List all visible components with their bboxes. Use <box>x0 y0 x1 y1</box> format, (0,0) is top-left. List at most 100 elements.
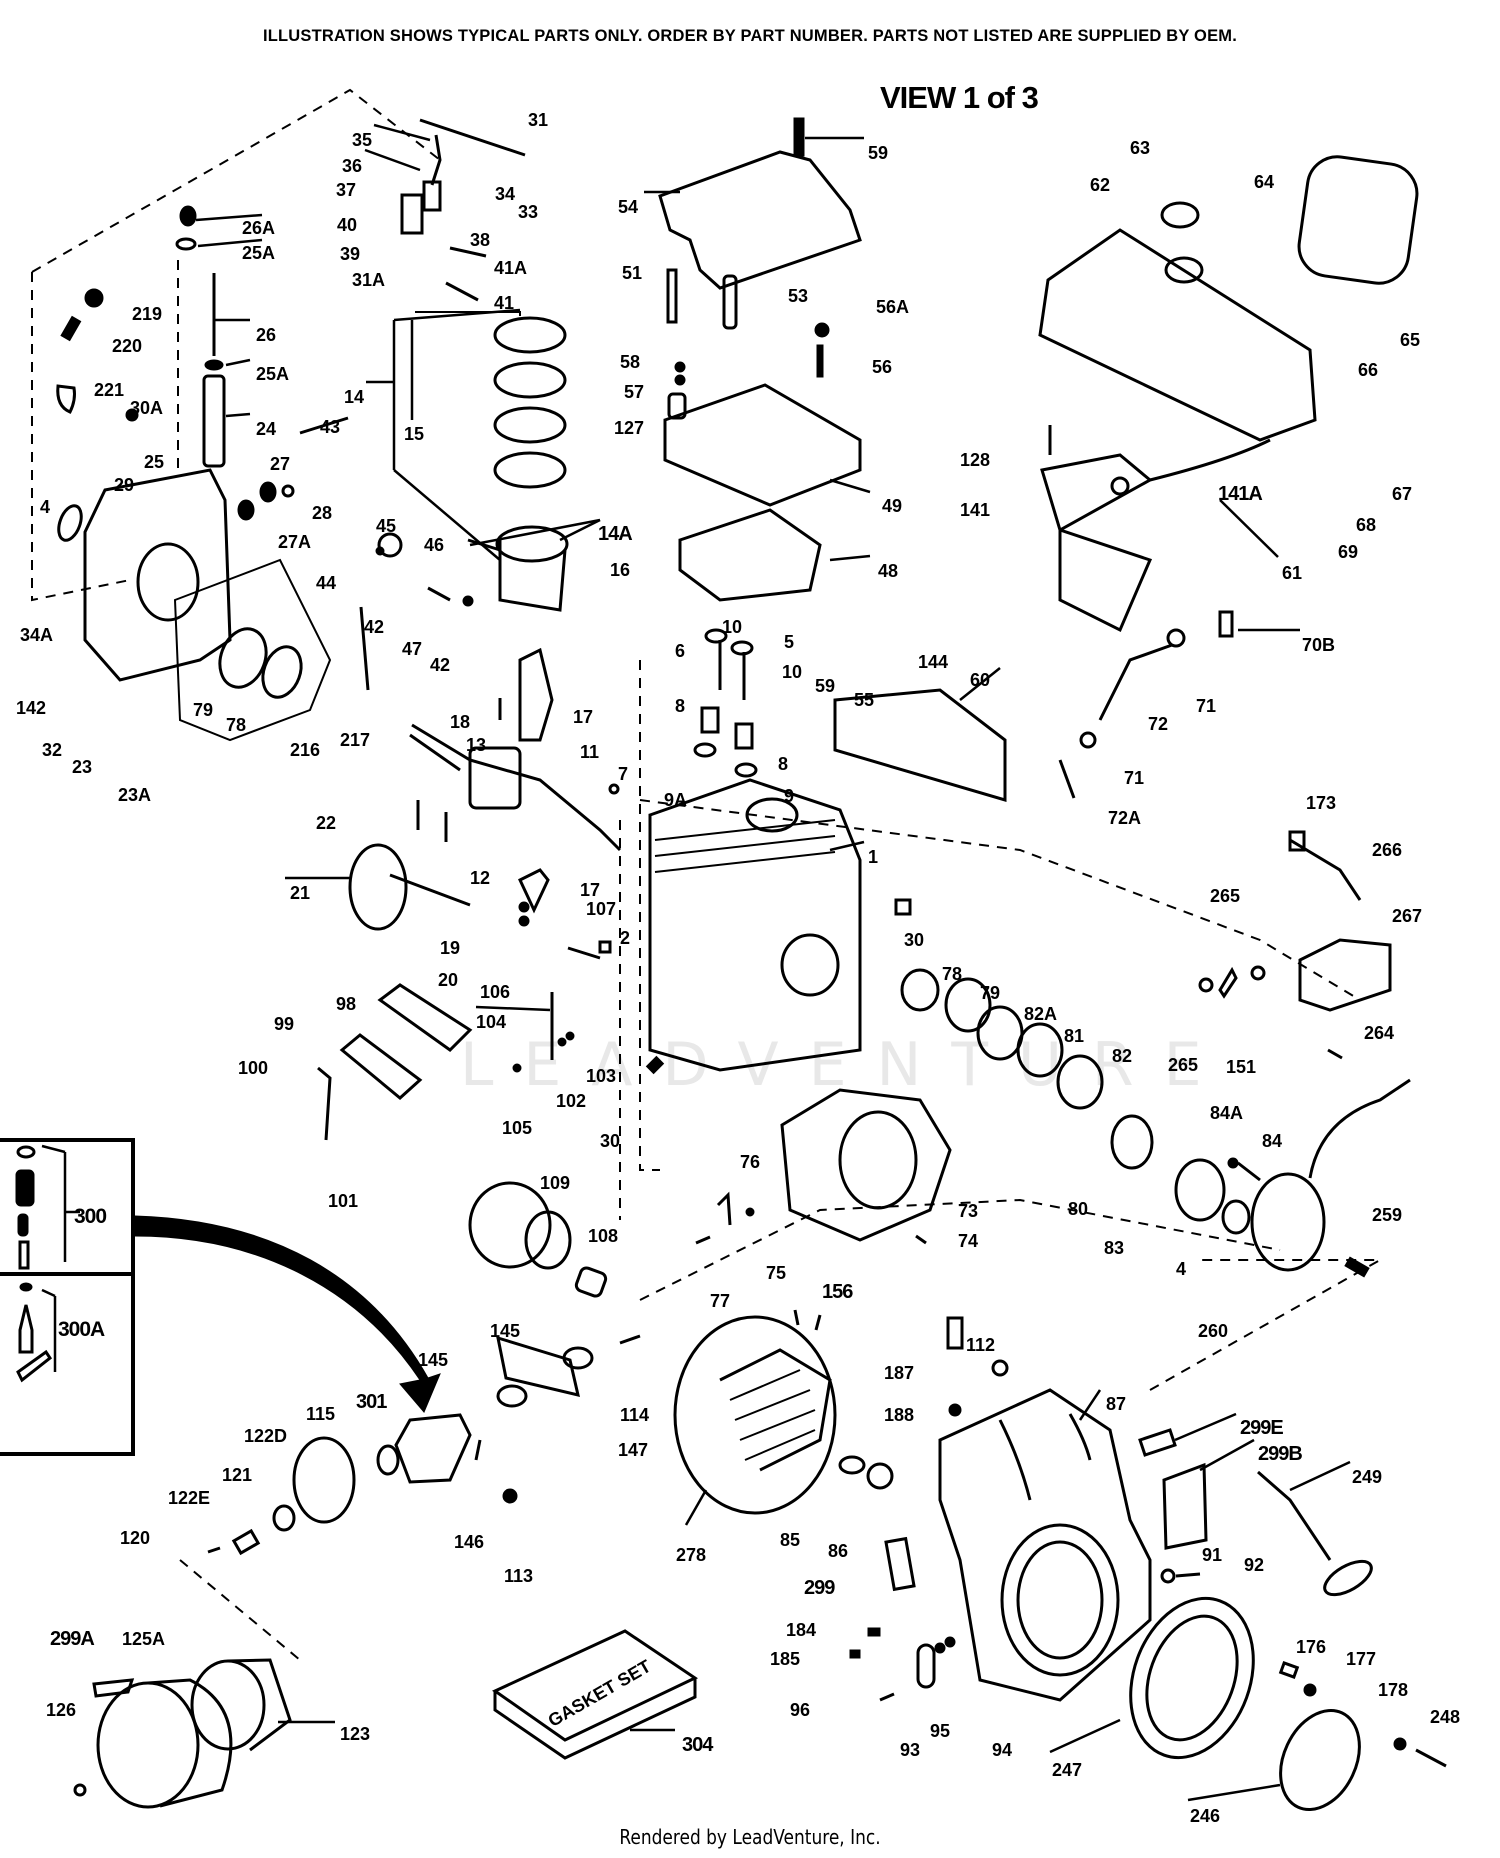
part-label-247[interactable]: 247 <box>1052 1760 1082 1780</box>
part-label-85[interactable]: 85 <box>780 1530 800 1550</box>
part-label-220[interactable]: 220 <box>112 336 142 356</box>
part-label-40[interactable]: 40 <box>337 215 357 235</box>
part-label-36[interactable]: 36 <box>342 156 362 176</box>
part-label-9[interactable]: 9 <box>784 786 794 806</box>
part-label-25[interactable]: 25 <box>144 452 164 472</box>
part-label-127[interactable]: 127 <box>614 418 644 438</box>
part-label-42[interactable]: 42 <box>430 655 450 675</box>
part-label-84[interactable]: 84 <box>1262 1131 1282 1151</box>
part-label-23a[interactable]: 23A <box>118 785 151 805</box>
part-label-176[interactable]: 176 <box>1296 1637 1326 1657</box>
part-label-147[interactable]: 147 <box>618 1440 648 1460</box>
part-label-248[interactable]: 248 <box>1430 1707 1460 1727</box>
part-label-25a[interactable]: 25A <box>256 364 289 384</box>
part-label-4[interactable]: 4 <box>40 497 50 517</box>
part-label-79[interactable]: 79 <box>193 700 213 720</box>
part-label-141[interactable]: 141 <box>960 500 990 520</box>
part-label-34[interactable]: 34 <box>495 184 515 204</box>
part-label-44[interactable]: 44 <box>316 573 336 593</box>
part-label-33[interactable]: 33 <box>518 202 538 222</box>
part-label-6[interactable]: 6 <box>675 641 685 661</box>
part-label-17[interactable]: 17 <box>580 880 600 900</box>
part-label-21[interactable]: 21 <box>290 883 310 903</box>
part-label-62[interactable]: 62 <box>1090 175 1110 195</box>
part-label-122e[interactable]: 122E <box>168 1488 210 1508</box>
part-label-60[interactable]: 60 <box>970 670 990 690</box>
part-label-86[interactable]: 86 <box>828 1541 848 1561</box>
part-label-151[interactable]: 151 <box>1226 1057 1256 1077</box>
part-label-59[interactable]: 59 <box>868 143 888 163</box>
part-label-19[interactable]: 19 <box>440 938 460 958</box>
part-label-216[interactable]: 216 <box>290 740 320 760</box>
part-label-84a[interactable]: 84A <box>1210 1103 1243 1123</box>
part-label-106[interactable]: 106 <box>480 982 510 1002</box>
part-label-146[interactable]: 146 <box>454 1532 484 1552</box>
part-label-38[interactable]: 38 <box>470 230 490 250</box>
part-label-78[interactable]: 78 <box>942 964 962 984</box>
part-label-120[interactable]: 120 <box>120 1528 150 1548</box>
part-label-12[interactable]: 12 <box>470 868 490 888</box>
part-label-219[interactable]: 219 <box>132 304 162 324</box>
part-label-187[interactable]: 187 <box>884 1363 914 1383</box>
part-label-54[interactable]: 54 <box>618 197 638 217</box>
part-label-31a[interactable]: 31A <box>352 270 385 290</box>
part-label-14a[interactable]: 14A <box>598 523 633 545</box>
part-label-265[interactable]: 265 <box>1168 1055 1198 1075</box>
part-label-76[interactable]: 76 <box>740 1152 760 1172</box>
part-label-126[interactable]: 126 <box>46 1700 76 1720</box>
part-label-108[interactable]: 108 <box>588 1226 618 1246</box>
part-label-11[interactable]: 11 <box>580 742 599 762</box>
part-label-27a[interactable]: 27A <box>278 532 311 552</box>
part-label-99[interactable]: 99 <box>274 1014 294 1034</box>
part-label-49[interactable]: 49 <box>882 496 902 516</box>
part-label-299e[interactable]: 299E <box>1240 1417 1284 1439</box>
part-label-32[interactable]: 32 <box>42 740 62 760</box>
part-label-94[interactable]: 94 <box>992 1740 1012 1760</box>
part-label-42[interactable]: 42 <box>364 617 384 637</box>
part-label-57[interactable]: 57 <box>624 382 644 402</box>
part-label-24[interactable]: 24 <box>256 419 276 439</box>
part-label-184[interactable]: 184 <box>786 1620 816 1640</box>
part-label-29[interactable]: 29 <box>114 475 134 495</box>
part-label-122d[interactable]: 122D <box>244 1426 287 1446</box>
part-label-156[interactable]: 156 <box>822 1281 854 1303</box>
part-label-58[interactable]: 58 <box>620 352 640 372</box>
part-label-107[interactable]: 107 <box>586 899 616 919</box>
part-label-23[interactable]: 23 <box>72 757 92 777</box>
part-label-141a[interactable]: 141A <box>1218 483 1263 505</box>
part-label-142[interactable]: 142 <box>16 698 46 718</box>
part-label-9a[interactable]: 9A <box>664 790 687 810</box>
part-label-63[interactable]: 63 <box>1130 138 1150 158</box>
part-label-70b[interactable]: 70B <box>1302 635 1335 655</box>
part-label-66[interactable]: 66 <box>1358 360 1378 380</box>
part-label-26a[interactable]: 26A <box>242 218 275 238</box>
part-label-217[interactable]: 217 <box>340 730 370 750</box>
part-label-13[interactable]: 13 <box>466 735 486 755</box>
part-label-123[interactable]: 123 <box>340 1724 370 1744</box>
part-label-104[interactable]: 104 <box>476 1012 506 1032</box>
part-label-93[interactable]: 93 <box>900 1740 920 1760</box>
part-label-35[interactable]: 35 <box>352 130 372 150</box>
part-label-78[interactable]: 78 <box>226 715 246 735</box>
part-label-301[interactable]: 301 <box>356 1391 388 1413</box>
part-label-71[interactable]: 71 <box>1124 768 1144 788</box>
part-label-299a[interactable]: 299A <box>50 1628 95 1650</box>
part-label-101[interactable]: 101 <box>328 1191 358 1211</box>
part-label-15[interactable]: 15 <box>404 424 424 444</box>
part-label-267[interactable]: 267 <box>1392 906 1422 926</box>
part-label-30a[interactable]: 30A <box>130 398 163 418</box>
part-label-266[interactable]: 266 <box>1372 840 1402 860</box>
part-label-102[interactable]: 102 <box>556 1091 586 1111</box>
part-label-10[interactable]: 10 <box>782 662 802 682</box>
part-label-8[interactable]: 8 <box>778 754 788 774</box>
part-label-264[interactable]: 264 <box>1364 1023 1394 1043</box>
part-label-249[interactable]: 249 <box>1352 1467 1382 1487</box>
part-label-26[interactable]: 26 <box>256 325 276 345</box>
part-label-31[interactable]: 31 <box>528 110 548 130</box>
part-label-8[interactable]: 8 <box>675 696 685 716</box>
part-label-72[interactable]: 72 <box>1148 714 1168 734</box>
part-label-91[interactable]: 91 <box>1202 1545 1222 1565</box>
part-label-246[interactable]: 246 <box>1190 1806 1220 1826</box>
part-label-55[interactable]: 55 <box>854 690 874 710</box>
part-label-41[interactable]: 41 <box>494 293 514 313</box>
